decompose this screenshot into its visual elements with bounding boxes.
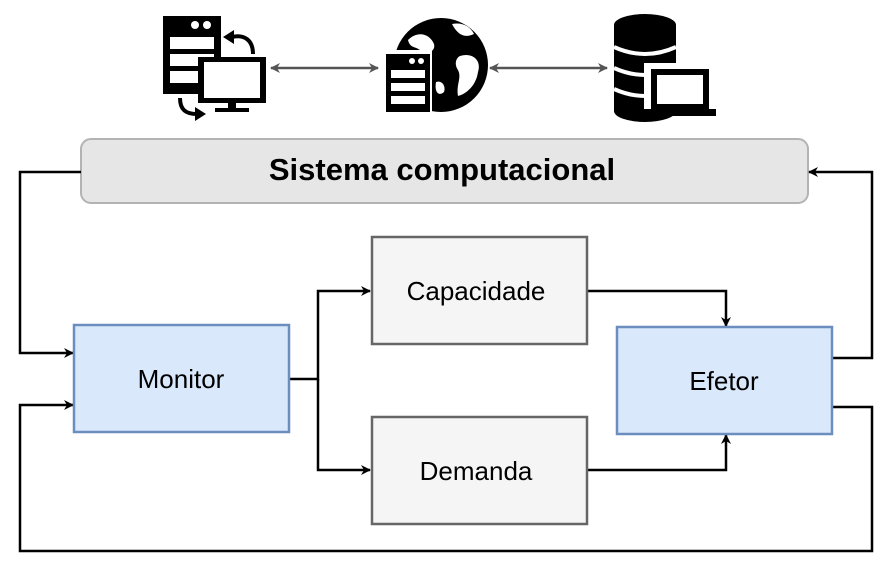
- node-capacidade: Capacidade: [370, 235, 589, 346]
- server-desktop-sync-icon: [163, 16, 266, 121]
- node-efetor-label: Efetor: [689, 366, 759, 396]
- edge-efetor-to-system: [808, 167, 874, 360]
- server-globe-icon: [382, 18, 488, 114]
- edge-demanda-to-efetor: [587, 434, 731, 472]
- node-monitor: Monitor: [72, 323, 291, 434]
- node-demanda: Demanda: [370, 415, 589, 526]
- node-monitor-label: Monitor: [138, 364, 225, 394]
- edge-capacidade-to-efetor: [587, 289, 731, 327]
- system-label: Sistema computacional: [269, 152, 615, 187]
- edge-system-to-monitor: [18, 170, 81, 358]
- database-laptop-icon: [613, 14, 716, 122]
- node-efetor: Efetor: [615, 325, 834, 436]
- edge-efetor-to-monitor-loop: [18, 400, 874, 553]
- edge-monitor-to-capacidade: [289, 286, 371, 381]
- node-capacidade-label: Capacidade: [407, 276, 546, 306]
- edge-monitor-to-demanda: [316, 379, 371, 475]
- node-demanda-label: Demanda: [420, 456, 533, 486]
